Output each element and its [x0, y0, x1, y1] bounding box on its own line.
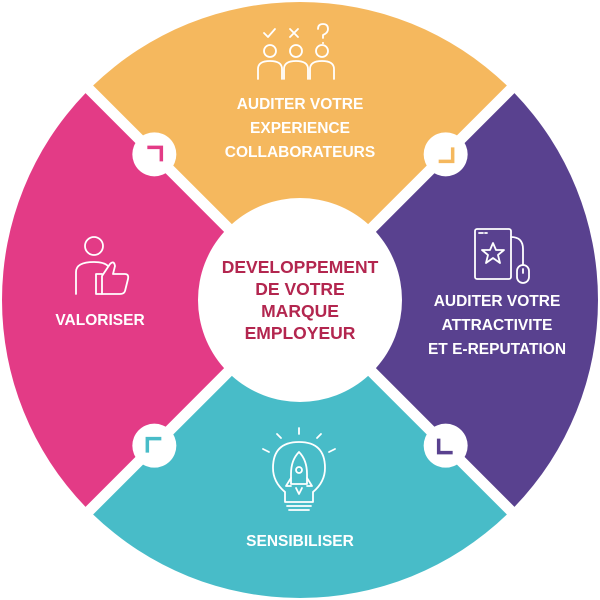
segment-right — [375, 93, 598, 507]
segment-label-right: ATTRACTIVITE — [442, 317, 553, 334]
thumbs-up-person-icon — [75, 236, 130, 295]
corner-arrow-icon — [438, 147, 455, 164]
segment-top — [93, 2, 507, 225]
connector-badge — [423, 132, 468, 177]
segment-label-bottom: SENSIBILISER — [246, 533, 354, 550]
segment-left — [2, 93, 225, 507]
segment-label-right: ET E-REPUTATION — [428, 341, 566, 358]
connector-badge — [423, 423, 468, 468]
corner-arrow-icon — [147, 145, 164, 162]
segment-bottom — [93, 375, 507, 598]
team-survey-icon — [257, 23, 335, 80]
badge-circle — [423, 132, 468, 177]
segment-label-left: VALORISER — [55, 312, 144, 329]
badge-circle — [132, 132, 177, 177]
segment-label-top: AUDITER VOTRE — [237, 96, 364, 113]
segment-label-right: AUDITER VOTRE — [434, 293, 561, 310]
center-title-line: DEVELOPPEMENT — [222, 257, 379, 277]
rocket-lightbulb-icon — [262, 427, 336, 511]
rated-device-icon — [474, 228, 530, 284]
center-title-line: MARQUE — [261, 301, 339, 321]
connector-badge — [132, 132, 177, 177]
badge-circle — [132, 423, 177, 468]
corner-arrow-icon — [436, 438, 453, 455]
center-title-line: EMPLOYEUR — [245, 323, 356, 343]
badge-circle — [423, 423, 468, 468]
connector-badge — [132, 423, 177, 468]
segment-label-top: COLLABORATEURS — [225, 144, 375, 161]
center-circle — [200, 200, 400, 400]
segment-label-top: EXPERIENCE — [250, 120, 350, 137]
corner-arrow-icon — [145, 436, 162, 453]
center-title-line: DE VOTRE — [255, 279, 344, 299]
